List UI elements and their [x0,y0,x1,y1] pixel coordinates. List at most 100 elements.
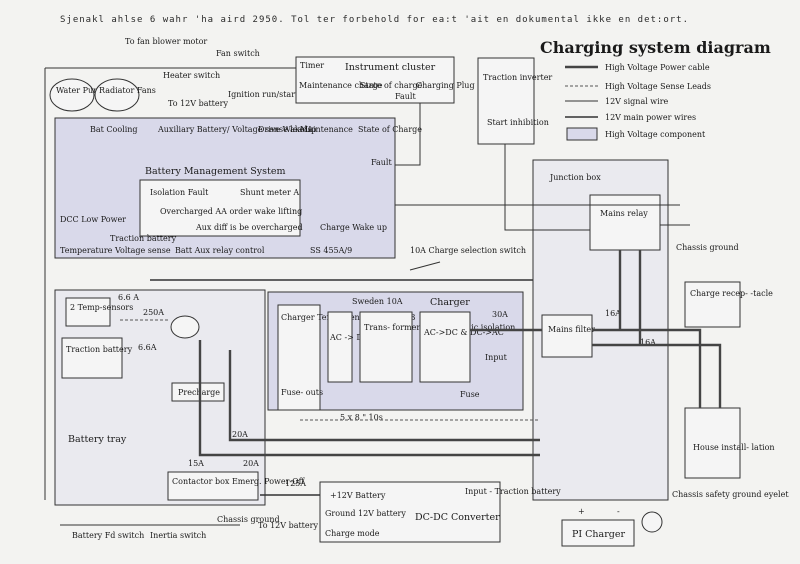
charge-selection-label: 10A Charge selection switch [410,246,526,255]
radiator-fans-label: Radiator Fans [99,86,156,95]
ignition-label: Ignition run/start [228,90,299,99]
dcdc-plus12: +12V Battery [330,491,386,500]
instrument-cluster [295,56,455,104]
maintenance-charge-label: Maintenance charge [299,81,383,90]
mains-relay [589,194,661,251]
tray-250a: 250A [143,308,164,317]
water-pump-label: Water Pump [56,86,106,95]
pi-charger [561,519,635,547]
dcdc-converter [319,481,501,543]
charger-16a: 16A [605,309,621,318]
bms-fault: Fault [371,158,392,167]
fan-blower-label: To fan blower motor [125,37,207,46]
traction-battery-label: Traction battery [66,345,133,354]
charger-ac-dc: AC -> DC [329,333,369,342]
charger-fuses-label: Fuse- outs [281,388,323,397]
legend-component-label: High Voltage component [605,130,706,139]
bms-title: Battery Management System [145,166,286,177]
charge-selection-switch[interactable] [409,261,441,271]
charge-receptacle [684,281,741,328]
hv-cable-mains [592,328,702,408]
house-installation-label: House install- lation [693,443,775,452]
battery-fd-switch-label: Battery Fd switch [72,531,144,540]
chassis-ground-label: Chassis ground [676,243,739,252]
bms-temp-voltage-sense: Temperature Voltage sense [60,246,171,255]
state-of-charge-label: State of charge [360,81,423,90]
charge-receptacle-label: Charge recep- -tacle [690,289,773,298]
bms-isolation-fault: Isolation Fault [150,188,209,197]
dcdc-charge-mode: Charge mode [325,529,380,538]
bms-traction-battery: Traction battery [110,234,177,243]
dcdc-input: Input - Traction battery [465,487,561,496]
dcdc-to-12v: To 12V battery [258,521,318,530]
bms-bat-cooling: Bat Cooling [90,125,138,134]
bms-overcharged: Overcharged AA order wake lifting [160,207,302,216]
dcdc-ground: Ground 12V battery [325,509,406,518]
legend: High Voltage Power cable High Voltage Se… [565,63,711,141]
battery-tray-title: Battery tray [68,434,127,445]
chassis-safety-eyelet-icon [641,511,663,533]
pi-charger-plus: + [578,507,585,516]
house-installation [684,407,741,479]
two-temp-sensors [65,297,111,327]
charger-title: Charger [430,297,470,308]
bms-state-of-charge: State of Charge [358,125,422,134]
timer-label: Timer [300,61,324,70]
water-pump [49,78,95,112]
charger-fuse: Fuse [460,390,480,399]
diagram-title: Charging system diagram [540,38,771,57]
legend-hv-label: High Voltage Power cable [605,63,710,72]
charger-sweden: Sweden 10A [352,297,403,306]
legend-signal-label: 12V signal wire [605,97,669,106]
start-inhibition-label: Start inhibition [487,118,549,127]
traction-inverter [477,57,535,145]
legend-power-label: 12V main power wires [605,113,696,122]
bms-shunt-meter: Shunt meter A [240,188,299,197]
bms-maintenance: Maintenance [300,125,353,134]
charger-acdc-dcac [419,311,471,383]
chassis-safety-label: Chassis safety ground eyelet [672,490,789,499]
radiator-fans [94,78,140,112]
hv-cable-mains-2 [592,343,722,408]
junction-box-title: Junction box [549,173,601,182]
charger-16a-b: 16A [640,338,656,347]
fault-label: Fault [395,92,416,101]
charger-sense-label: 5 x 8 " 10s [340,413,383,422]
instrument-cluster-title: Instrument cluster [345,62,436,73]
bms-aux-overcharged: Aux diff is be overcharged [195,223,303,232]
bms-inner-panel [139,179,301,237]
pi-charger-label: PI Charger [572,529,625,540]
precharge [171,382,225,402]
bms-dcc-low-power: DCC Low Power [60,215,126,224]
header-note: Sjenakl ahlse 6 wahr 'ha aird 2950. Tol … [60,15,689,25]
charger-temp-sensors [277,304,321,411]
dcdc-fuse: 125A [285,479,306,488]
contactor-box [167,471,259,501]
charger-30a: 30A [492,310,508,319]
charger-transformer [359,311,413,383]
charging-plug-label: Charging Plug [416,81,475,90]
charger-acdc-dcac-label: AC->DC & DC->AC [423,328,504,337]
two-temp-sensors-label: 2 Temp-sensors [70,303,133,312]
inertia-switch-label: Inertia switch [150,531,206,540]
mains-relay-label: Mains relay [600,209,648,218]
tray-6a-b: 6.6 A [118,293,139,302]
bms-drive-wakeup: Drive WakeUp [258,125,316,134]
tray-20a: 20A [232,430,248,439]
charger-ac-dc-block [327,311,353,383]
charger-input: Input [485,353,508,362]
hv-cable-2 [228,350,540,442]
wiring [44,67,722,526]
traction-inverter-title: Traction inverter [483,73,552,82]
bms-charge-wake-up: Charge Wake up [320,223,387,232]
bms-ss: SS 455A/9 [310,246,352,255]
to-12v-battery-label: To 12V battery [168,99,228,108]
tray-20a-b: 20A [243,459,259,468]
bms-batt-aux: Batt Aux relay control [175,246,265,255]
pi-charger-minus: - [617,507,620,516]
fan-switch-label: Fan switch [216,49,260,58]
dcdc-title: DC-DC Converter [415,512,500,523]
legend-component-swatch [566,127,598,141]
contactor-box-label: Contactor box Emerg. Power-Off [172,477,306,486]
